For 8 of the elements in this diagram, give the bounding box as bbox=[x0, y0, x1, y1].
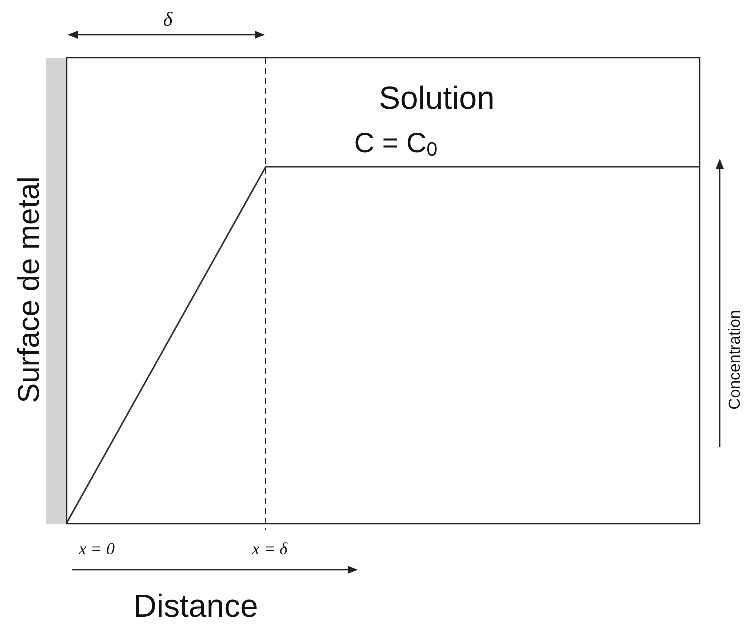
axis-title: Concentration bbox=[728, 310, 744, 410]
position-label: x = δ bbox=[252, 540, 288, 558]
axis-title: Surface de metal bbox=[15, 176, 45, 404]
axis-title: Distance bbox=[134, 590, 258, 622]
dimension-label: δ bbox=[163, 10, 173, 30]
position-label: x = 0 bbox=[78, 540, 116, 558]
equation-label: C = C$_{0}$ bbox=[354, 129, 438, 161]
region-label: Solution bbox=[379, 82, 495, 114]
